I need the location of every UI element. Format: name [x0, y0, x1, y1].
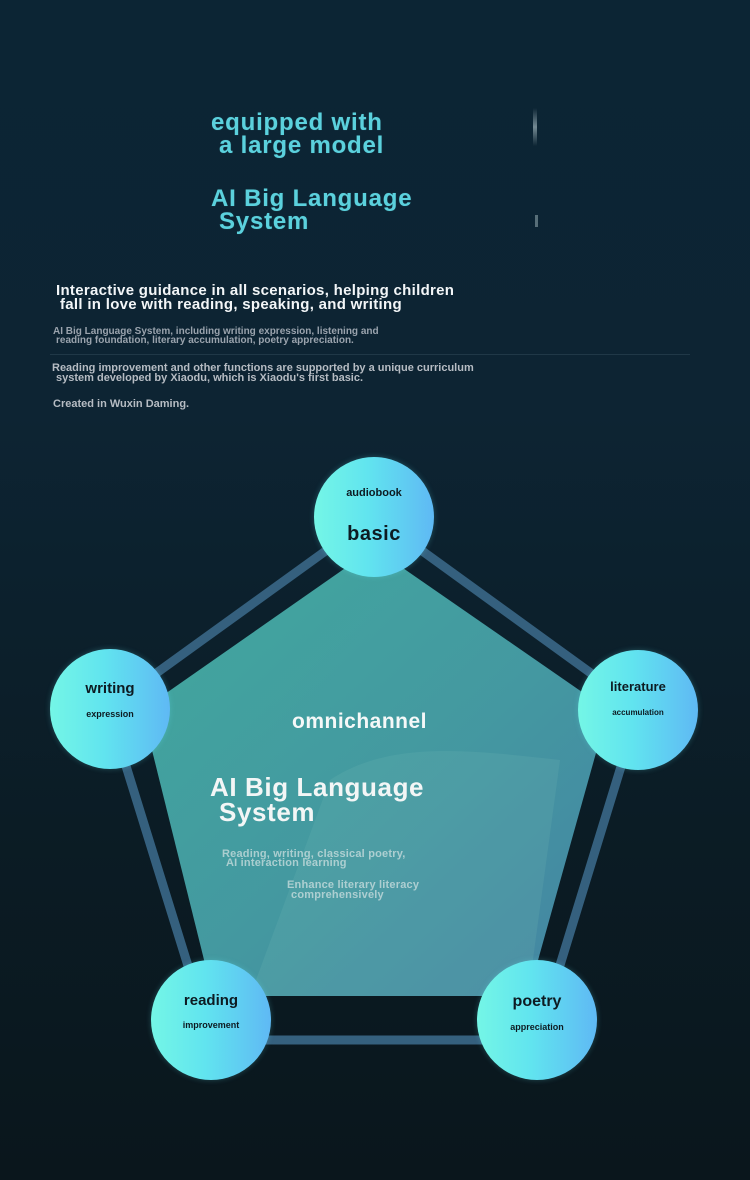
node-right-line1: literature — [610, 679, 666, 694]
intro-desc1-line-2: reading foundation, literary accumulatio… — [56, 335, 354, 346]
header-title-line-2: a large model — [219, 132, 385, 159]
center-note2-line-2: comprehensively — [291, 889, 384, 901]
center-label: omnichannel — [292, 710, 428, 733]
intro-desc2-line-1: Reading improvement and other functions … — [52, 362, 474, 374]
header-title-line-1: equipped with — [211, 109, 383, 136]
intro-desc1-line-1: AI Big Language System, including writin… — [53, 326, 379, 337]
center-title-line-2: System — [219, 797, 316, 827]
node-audiobook-basic: audiobook basic — [314, 457, 434, 577]
node-reading-improvement: reading improvement — [151, 960, 271, 1080]
header-system-line-1: AI Big Language — [211, 185, 413, 212]
node-bottom-right-line1: poetry — [512, 993, 562, 1010]
node-right-line2: accumulation — [612, 708, 664, 717]
node-poetry-appreciation: poetry appreciation — [477, 960, 597, 1080]
pentagon-fill — [142, 548, 608, 996]
node-bottom-left-line2: improvement — [182, 1020, 240, 1030]
background-glint — [533, 108, 537, 146]
node-writing-expression: writing expression — [50, 649, 170, 769]
center-note1-line-1: Reading, writing, classical poetry, — [222, 848, 406, 860]
header-system-line-2: System — [219, 208, 310, 235]
pentagon-highlight — [250, 751, 560, 996]
node-bottom-right-line2: appreciation — [510, 1022, 564, 1032]
center-note1-line-2: AI interaction learning — [226, 857, 347, 869]
background-divider — [50, 354, 690, 355]
node-left-line2: expression — [86, 709, 134, 719]
intro-headline-line-1: Interactive guidance in all scenarios, h… — [56, 282, 455, 299]
intro-desc3: Created in Wuxin Daming. — [53, 398, 190, 410]
intro-desc2-line-2: system developed by Xiaodu, which is Xia… — [56, 372, 364, 384]
node-top-line2: basic — [347, 523, 401, 545]
node-top-line1: audiobook — [346, 487, 402, 499]
node-bottom-left-line1: reading — [183, 992, 239, 1009]
intro-headline-line-2: fall in love with reading, speaking, and… — [60, 296, 402, 313]
node-left-line1: writing — [85, 680, 135, 697]
node-literature-accumulation: literature accumulation — [578, 650, 698, 770]
center-note2-line-1: Enhance literary literacy — [287, 879, 420, 891]
center-title-line-1: AI Big Language — [210, 772, 425, 802]
background-glint — [535, 215, 538, 227]
